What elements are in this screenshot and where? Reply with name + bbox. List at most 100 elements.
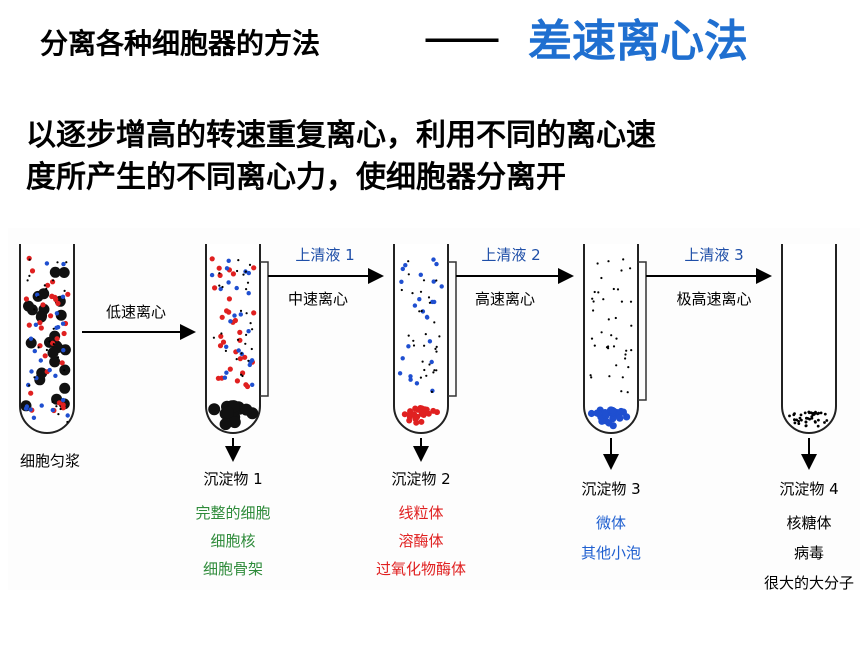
bracket-1: [260, 261, 269, 397]
mitochondria-particle: [65, 291, 71, 297]
microsome-particle: [47, 367, 52, 373]
ribosome-particle: [592, 309, 595, 312]
mitochondria-particle: [23, 296, 29, 302]
ribosome-particle: [240, 352, 243, 355]
ribosome-particle: [435, 345, 438, 348]
ribosome-particle: [400, 288, 403, 292]
mitochondria-particle: [237, 356, 243, 362]
precipitate-2-item: 过氧化物酶体: [376, 560, 466, 578]
microsome-particle: [432, 299, 437, 305]
mitochondria-particle: [29, 268, 36, 274]
microsome-particle: [408, 374, 413, 379]
microsome-particle: [434, 261, 439, 267]
ribosome-particle: [435, 369, 438, 372]
ribosome-particle: [251, 328, 254, 331]
ribosome-pellet: [797, 422, 801, 425]
ribosome-pellet: [814, 411, 817, 415]
ribosome-particle: [235, 358, 238, 361]
title-text: 分离各种细胞器的方法: [40, 27, 321, 60]
microsome-particle: [408, 377, 413, 382]
step-3-label: 高速离心: [475, 290, 535, 308]
microsome-particle: [33, 322, 39, 327]
ribosome-pellet: [804, 420, 808, 424]
ribosome-particle: [236, 269, 239, 273]
step-2-label: 中速离心: [288, 290, 348, 308]
ribosome-particle: [424, 333, 427, 336]
ribosome-particle: [607, 260, 610, 263]
mitochondria-particle: [38, 325, 44, 331]
microsome-pellet: [609, 406, 617, 415]
nucleus-particle: [35, 311, 47, 323]
microsome-particle: [39, 403, 44, 408]
microsome-particle: [29, 369, 34, 374]
microsome-particle: [61, 348, 66, 353]
microsome-particle: [427, 339, 433, 344]
precipitate-4-item: 核糖体: [786, 514, 831, 532]
ribosome-particle: [221, 285, 224, 289]
mitochondria-particle: [42, 353, 48, 359]
microsome-particle: [218, 286, 223, 292]
centrifugation-diagram: 低速离心 上清液 1 中速离心 上清液 2 高速离心 上清液 3 极高速离心 细…: [8, 228, 860, 592]
ribosome-particle: [612, 287, 615, 291]
ribosome-particle: [247, 359, 250, 362]
ribosome-particle: [37, 346, 40, 349]
microsome-particle: [250, 382, 255, 387]
microsome-particle: [400, 356, 405, 361]
mitochondria-pellet: [401, 411, 408, 418]
mitochondria-particle: [219, 314, 225, 320]
supernatant-1-label: 上清液 1: [295, 246, 354, 264]
ribosome-particle: [37, 295, 40, 298]
ribosome-particle: [630, 324, 633, 327]
ribosome-pellet: [804, 424, 808, 427]
nucleus-pellet: [219, 418, 232, 431]
ribosome-particle: [418, 310, 421, 313]
ribosome-particle: [45, 287, 48, 290]
ribosome-particle: [428, 363, 431, 366]
mitochondria-particle: [56, 400, 63, 406]
microsome-particle: [32, 348, 37, 354]
ribosome-particle: [56, 316, 59, 319]
mitochondria-particle: [28, 390, 34, 396]
bracket-2: [448, 261, 457, 397]
ribosome-particle: [218, 272, 221, 275]
mitochondria-particle: [26, 322, 32, 328]
ribosome-particle: [620, 390, 623, 393]
microsome-particle: [397, 371, 403, 376]
ribosome-particle: [240, 373, 243, 376]
ribosome-particle: [612, 345, 616, 348]
microsome-pellet: [605, 419, 613, 427]
ribosome-particle: [438, 335, 441, 338]
ribosome-particle: [412, 344, 416, 347]
microsome-particle: [417, 297, 422, 302]
ribosome-pellet: [800, 418, 803, 422]
mitochondria-pellet: [413, 419, 420, 426]
ribosome-pellet: [798, 416, 802, 420]
ribosome-particle: [600, 331, 603, 334]
precipitate-3-item: 微体: [596, 514, 626, 532]
ribosome-particle: [432, 371, 435, 374]
microsome-particle: [429, 359, 434, 365]
ribosome-particle: [52, 327, 55, 330]
ribosome-pellet: [807, 411, 811, 415]
mitochondria-particle: [251, 310, 257, 316]
ribosome-pellet: [817, 418, 820, 422]
ribosome-pellet: [803, 411, 807, 415]
ribosome-particle: [52, 343, 55, 346]
description-line-2: 度所产生的不同离心力，使细胞器分离开: [26, 160, 566, 195]
precipitate-2-item: 线粒体: [398, 504, 443, 522]
ribosome-particle: [593, 344, 596, 347]
mitochondria-particle: [234, 378, 240, 384]
mitochondria-particle: [212, 285, 218, 291]
ribosome-particle: [626, 391, 629, 394]
mitochondria-pellet: [406, 417, 413, 424]
microsome-particle: [54, 325, 59, 330]
mitochondria-particle: [217, 343, 224, 349]
nucleus-particle: [23, 300, 34, 312]
ribosome-particle: [624, 357, 627, 360]
ribosome-particle: [435, 350, 438, 353]
ribosome-pellet: [816, 424, 820, 428]
mitochondria-particle: [230, 271, 236, 277]
precipitate-4-title: 沉淀物 4: [779, 480, 838, 498]
ribosome-particle: [608, 375, 611, 378]
microsome-particle: [234, 285, 239, 291]
